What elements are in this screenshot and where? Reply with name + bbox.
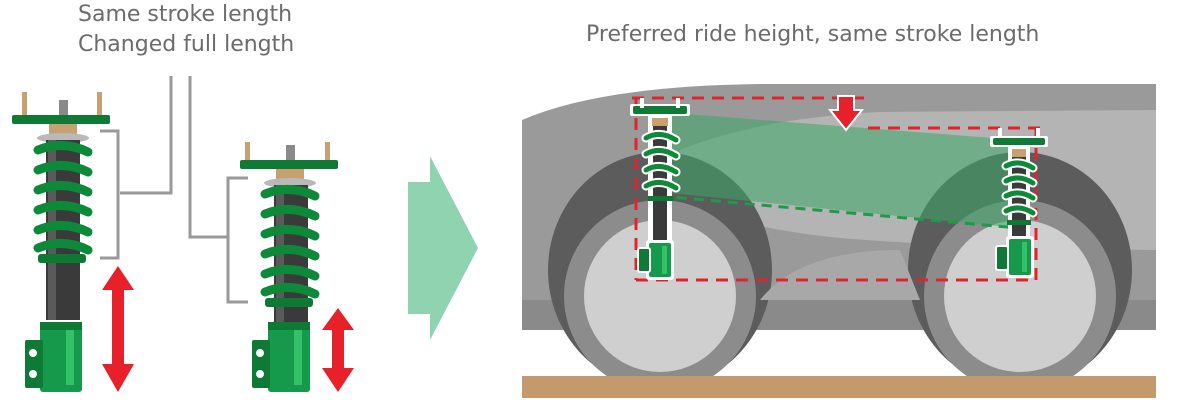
leader-lines xyxy=(120,76,228,239)
caption-changed-length: Changed full length xyxy=(78,32,295,57)
ground-strip xyxy=(522,376,1156,398)
coilover-front-icon xyxy=(630,98,690,280)
right-arrow-icon xyxy=(408,156,478,340)
coilover-short-icon xyxy=(240,142,338,392)
coilover-rear-icon xyxy=(990,128,1048,278)
chassis-plane xyxy=(660,112,1018,228)
coilover-long-icon xyxy=(12,92,110,392)
chassis-lower-line xyxy=(659,194,1019,230)
down-arrow-icon xyxy=(827,95,865,132)
double-arrow-icon xyxy=(102,266,134,392)
right-caption: Preferred ride height, same stroke lengt… xyxy=(586,22,1040,47)
ride-height-lines xyxy=(632,96,1046,282)
left-caption: Same stroke length Changed full length xyxy=(78,0,294,60)
caption-same-stroke: Same stroke length xyxy=(78,2,293,27)
stroke-brackets xyxy=(100,129,248,304)
double-arrow-icon xyxy=(322,308,354,392)
